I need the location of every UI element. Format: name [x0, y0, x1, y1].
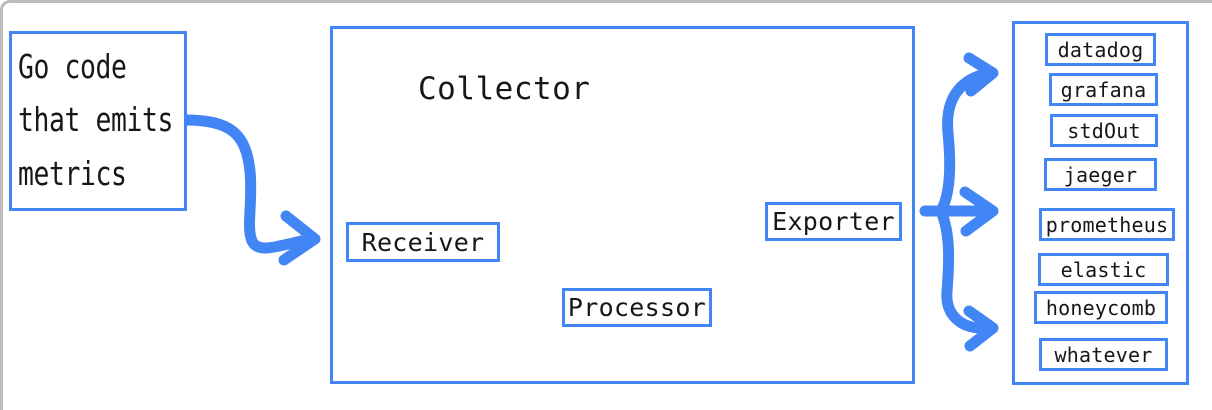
stage-processor[interactable]: Processor [562, 288, 712, 327]
backends-container [1012, 21, 1189, 385]
backend-jaeger-label: jaeger [1063, 162, 1138, 187]
connector-source-to-receiver [179, 114, 321, 266]
backend-whatever-label: whatever [1054, 342, 1153, 367]
backend-prometheus-label: prometheus [1045, 212, 1169, 237]
backend-elastic[interactable]: elastic [1038, 253, 1169, 286]
backend-prometheus[interactable]: prometheus [1039, 208, 1175, 241]
backend-datadog[interactable]: datadog [1045, 33, 1156, 66]
backend-honeycomb-label: honeycomb [1045, 295, 1157, 320]
backend-datadog-label: datadog [1057, 37, 1144, 62]
source-code-box: Go code that emits metrics [9, 31, 187, 211]
source-code-label: Go code that emits metrics [18, 47, 173, 193]
stage-receiver[interactable]: Receiver [346, 222, 500, 262]
stage-exporter-label: Exporter [772, 207, 895, 236]
stage-receiver-label: Receiver [361, 227, 485, 257]
collector-title: Collector [418, 71, 591, 107]
backend-grafana[interactable]: grafana [1049, 73, 1158, 106]
backend-grafana-label: grafana [1060, 77, 1147, 102]
backend-honeycomb[interactable]: honeycomb [1034, 291, 1168, 324]
stage-processor-label: Processor [567, 293, 707, 322]
stage-exporter[interactable]: Exporter [765, 202, 902, 241]
backend-elastic-label: elastic [1060, 257, 1147, 282]
backend-jaeger[interactable]: jaeger [1044, 158, 1157, 191]
connector-exporter-branch [919, 52, 999, 352]
backend-stdout[interactable]: stdOut [1050, 114, 1158, 147]
backend-whatever[interactable]: whatever [1039, 338, 1168, 371]
backend-stdout-label: stdOut [1067, 118, 1141, 143]
